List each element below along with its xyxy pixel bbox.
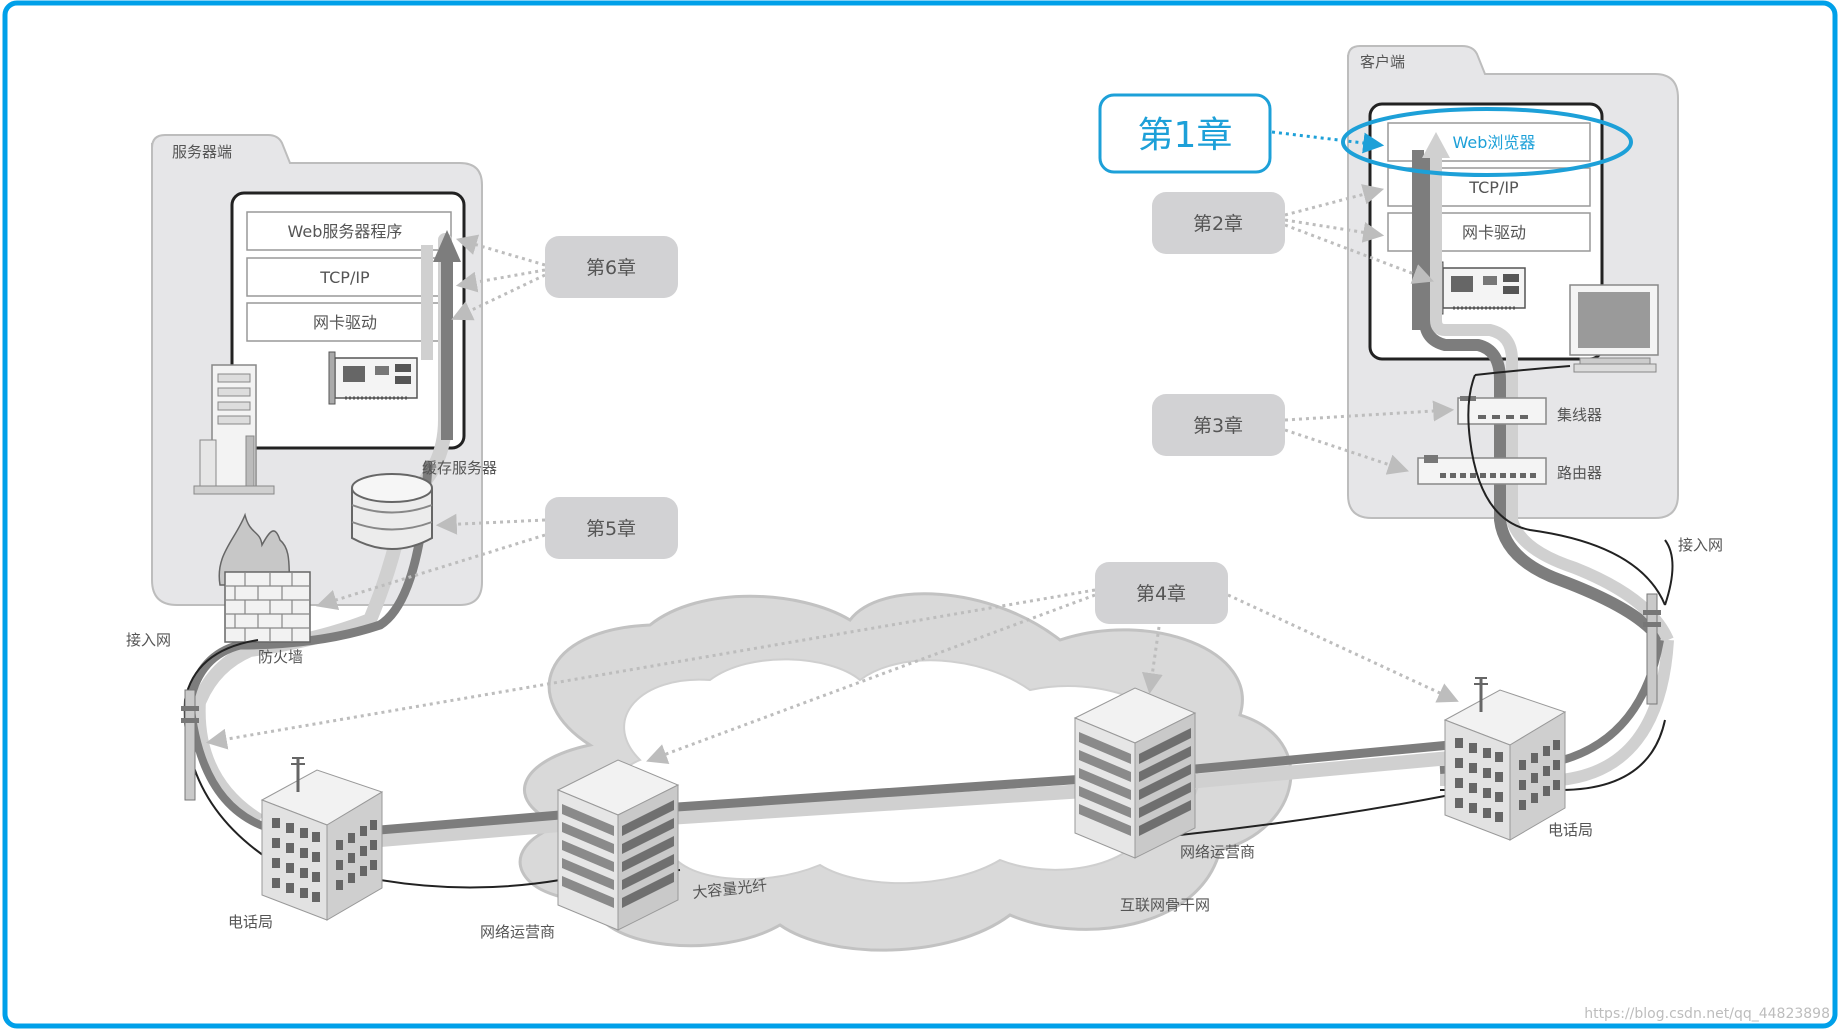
chapter1-label: 第1章	[1138, 115, 1233, 156]
server-network-card-icon	[327, 350, 419, 406]
right-telephone-office-building-icon	[1443, 676, 1567, 842]
chapter-pointer-arrows	[205, 184, 1459, 765]
cache-server-label: 缓存服务器	[422, 459, 497, 477]
server-protocol-stack: Web服务器程序 TCP/IP 网卡驱动	[246, 211, 452, 342]
client-panel-title: 客户端	[1360, 53, 1405, 71]
client-cable-dark	[1419, 155, 1665, 644]
client-black-line-lower	[1440, 719, 1666, 791]
server-panel-title: 服务器端	[172, 143, 232, 161]
router-label: 路由器	[1557, 464, 1602, 482]
chapter3-callout: 第3章	[1152, 394, 1285, 456]
monitor-icon	[1569, 284, 1659, 373]
chapter6-label: 第6章	[586, 257, 636, 279]
right-loop-light	[1440, 639, 1674, 786]
left-telco-label: 电话局	[228, 913, 273, 931]
hub-label: 集线器	[1557, 406, 1602, 424]
backbone-black-line	[379, 794, 1451, 889]
monitor-cable	[1474, 365, 1571, 376]
chapter4-callout: 第4章	[1095, 562, 1228, 624]
client-app-layer-label: Web浏览器	[1453, 133, 1536, 152]
web-browser-highlight-ring	[1341, 107, 1633, 177]
chapter2-label: 第2章	[1193, 213, 1243, 235]
chapter2-callout: 第2章	[1152, 192, 1285, 254]
client-network-card-icon	[1435, 260, 1527, 316]
chapter1-callout: 第1章	[1098, 93, 1272, 174]
cache-database-icon	[351, 473, 433, 550]
client-arrow-up-icon	[1422, 132, 1450, 158]
client-driver-layer-label: 网卡驱动	[1462, 223, 1526, 242]
left-isp-building-icon	[557, 759, 679, 931]
client-access-network-label: 接入网	[1678, 536, 1723, 554]
chapter6-callout: 第6章	[545, 236, 678, 298]
client-tcpip-layer-label: TCP/IP	[1468, 178, 1519, 197]
right-isp-building-icon	[1074, 687, 1196, 859]
firewall-icon	[218, 512, 311, 643]
client-app-layer	[1387, 122, 1591, 162]
server-app-layer-label: Web服务器程序	[288, 222, 403, 241]
backbone-label: 互联网骨干网	[1120, 896, 1210, 914]
chapter4-label: 第4章	[1136, 583, 1186, 605]
server-cable-dark	[185, 460, 433, 705]
server-driver-layer-label: 网卡驱动	[313, 313, 377, 332]
left-loop-light	[193, 699, 264, 826]
server-arrow-up-icon	[433, 230, 461, 262]
chapter5-callout: 第5章	[545, 497, 678, 559]
client-black-line	[1467, 374, 1666, 606]
left-telephone-office-building-icon	[260, 756, 384, 922]
chapter3-label: 第3章	[1193, 415, 1243, 437]
left-isp-label: 网络运营商	[480, 923, 555, 941]
server-tcpip-layer-label: TCP/IP	[319, 268, 370, 287]
right-isp-label: 网络运营商	[1180, 843, 1255, 861]
hub-icon	[1457, 396, 1547, 425]
right-telco-label: 电话局	[1548, 821, 1593, 839]
chapter5-label: 第5章	[586, 518, 636, 540]
router-icon	[1417, 455, 1547, 485]
server-tower-icon	[193, 364, 275, 495]
watermark: https://blog.csdn.net/qq_44823898	[1584, 1006, 1830, 1022]
backbone-fiber-light	[379, 751, 1451, 847]
backbone-fiber-dark	[379, 740, 1451, 835]
firewall-label: 防火墙	[258, 648, 303, 666]
server-app-layer	[246, 211, 452, 251]
server-access-network-label: 接入网	[126, 631, 171, 649]
internet-cloud-icon	[518, 592, 1293, 952]
